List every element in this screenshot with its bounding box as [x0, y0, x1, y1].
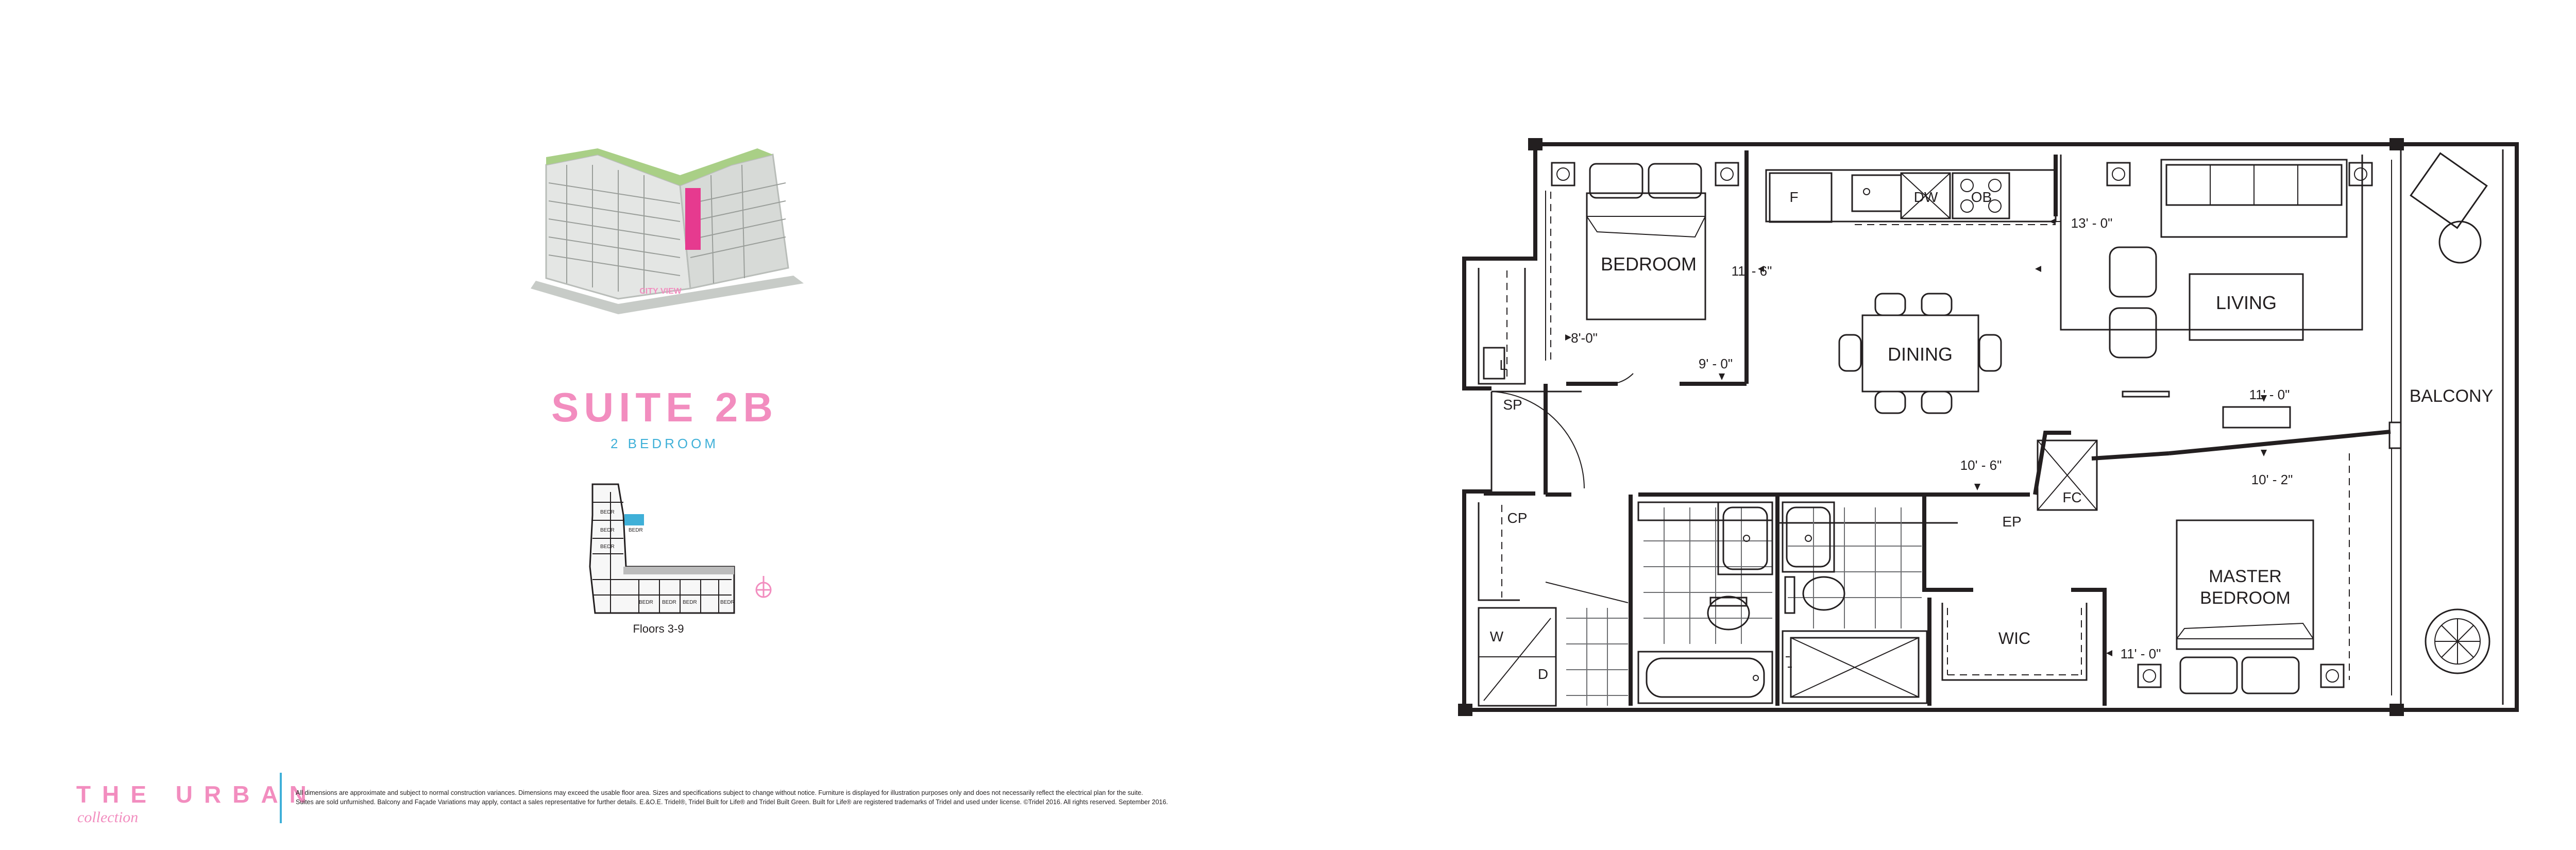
key-plan: BEDR BEDR BEDR BEDR BEDR BEDR BEDR BEDR Floor…: [589, 483, 772, 635]
linen-closet: [1478, 268, 1526, 385]
disclaimer-line-1: All dimensions are approximate and subje…: [296, 789, 1143, 796]
dim-living-width: 11' - 0": [2249, 387, 2290, 402]
label-fan-coil: FC: [2062, 489, 2081, 505]
label-linen: L: [1499, 357, 1507, 373]
laundry: [1478, 607, 1628, 707]
room-label-master-1: MASTER: [2209, 567, 2282, 586]
balcony-area: [2388, 142, 2519, 712]
suite-subtitle: 2 BEDROOM: [611, 436, 719, 451]
dim-master-depth: 10' - 2": [2251, 472, 2293, 487]
svg-text:BEDR: BEDR: [600, 544, 615, 550]
label-shelf: SP: [1503, 397, 1522, 413]
svg-text:BEDR: BEDR: [629, 528, 643, 533]
dim-living: 13' - 0": [2071, 215, 2113, 231]
svg-text:BEDR: BEDR: [683, 600, 697, 605]
suite-title: SUITE 2B: [551, 384, 778, 430]
bathroom-1: [1637, 501, 1773, 704]
svg-text:BEDR: BEDR: [662, 600, 676, 605]
room-label-master-2: BEDROOM: [2200, 588, 2291, 608]
dim-bedroom-depth: 11' - 6": [1732, 263, 1772, 279]
room-label-balcony: BALCONY: [2410, 386, 2494, 406]
room-label-wic: WIC: [1998, 629, 2030, 648]
label-closet: CP: [1507, 510, 1528, 526]
label-fridge: F: [1789, 189, 1798, 205]
living-furniture: [2056, 155, 2373, 429]
dim-master-width: 11' - 0": [2121, 646, 2161, 661]
label-dishwasher: DW: [1914, 189, 1938, 205]
brand-subtitle: collection: [77, 809, 138, 826]
dining-table: [1838, 293, 2002, 414]
entry-door: [1490, 390, 1585, 491]
room-label-living: LIVING: [2216, 292, 2277, 313]
dim-dining-depth: 10' - 6": [1960, 457, 2002, 473]
svg-text:BEDR: BEDR: [600, 509, 615, 515]
bedroom-bed: [1545, 162, 1739, 361]
walk-in-closet: [1941, 603, 2088, 681]
brand-title: THE URBAN: [76, 781, 318, 808]
bathroom-2: [1782, 501, 1928, 704]
footer: THE URBAN collection All dimensions are …: [76, 773, 1168, 826]
label-oven: OB: [1971, 189, 1992, 205]
interior-walls: [1484, 150, 2391, 706]
floors-label: Floors 3-9: [633, 622, 684, 635]
suite-location-marker: [624, 514, 644, 525]
svg-text:BEDR: BEDR: [639, 600, 653, 605]
dimension-ticks: [1565, 218, 2267, 656]
north-arrow-icon: [755, 576, 772, 598]
building-rendering: CITY VIEW: [531, 148, 804, 314]
disclaimer-line-2: Suites are sold unfurnished. Balcony and…: [296, 798, 1168, 806]
suite-highlight: [685, 188, 701, 250]
label-dryer: D: [1538, 666, 1548, 682]
building-caption: CITY VIEW: [639, 287, 682, 296]
svg-text:BEDR: BEDR: [720, 600, 735, 605]
svg-text:BEDR: BEDR: [600, 528, 615, 533]
room-label-bedroom: BEDROOM: [1601, 253, 1697, 275]
suite-floorplan: BEDROOM DINING LIVING BALCONY MASTER BED…: [1458, 138, 2519, 716]
dim-dining: 9' - 0": [1699, 356, 1733, 371]
label-electrical-panel: EP: [2002, 514, 2021, 530]
room-label-dining: DINING: [1888, 344, 1953, 365]
kitchen: [1765, 169, 2057, 225]
label-washer: W: [1490, 628, 1504, 644]
balcony-furniture: [2410, 152, 2490, 674]
coat-closet: [1478, 502, 1629, 603]
master-bed: [2137, 453, 2350, 694]
fan-coil-unit: [2037, 439, 2098, 511]
dim-bedroom-width: 8'-0": [1571, 330, 1598, 346]
